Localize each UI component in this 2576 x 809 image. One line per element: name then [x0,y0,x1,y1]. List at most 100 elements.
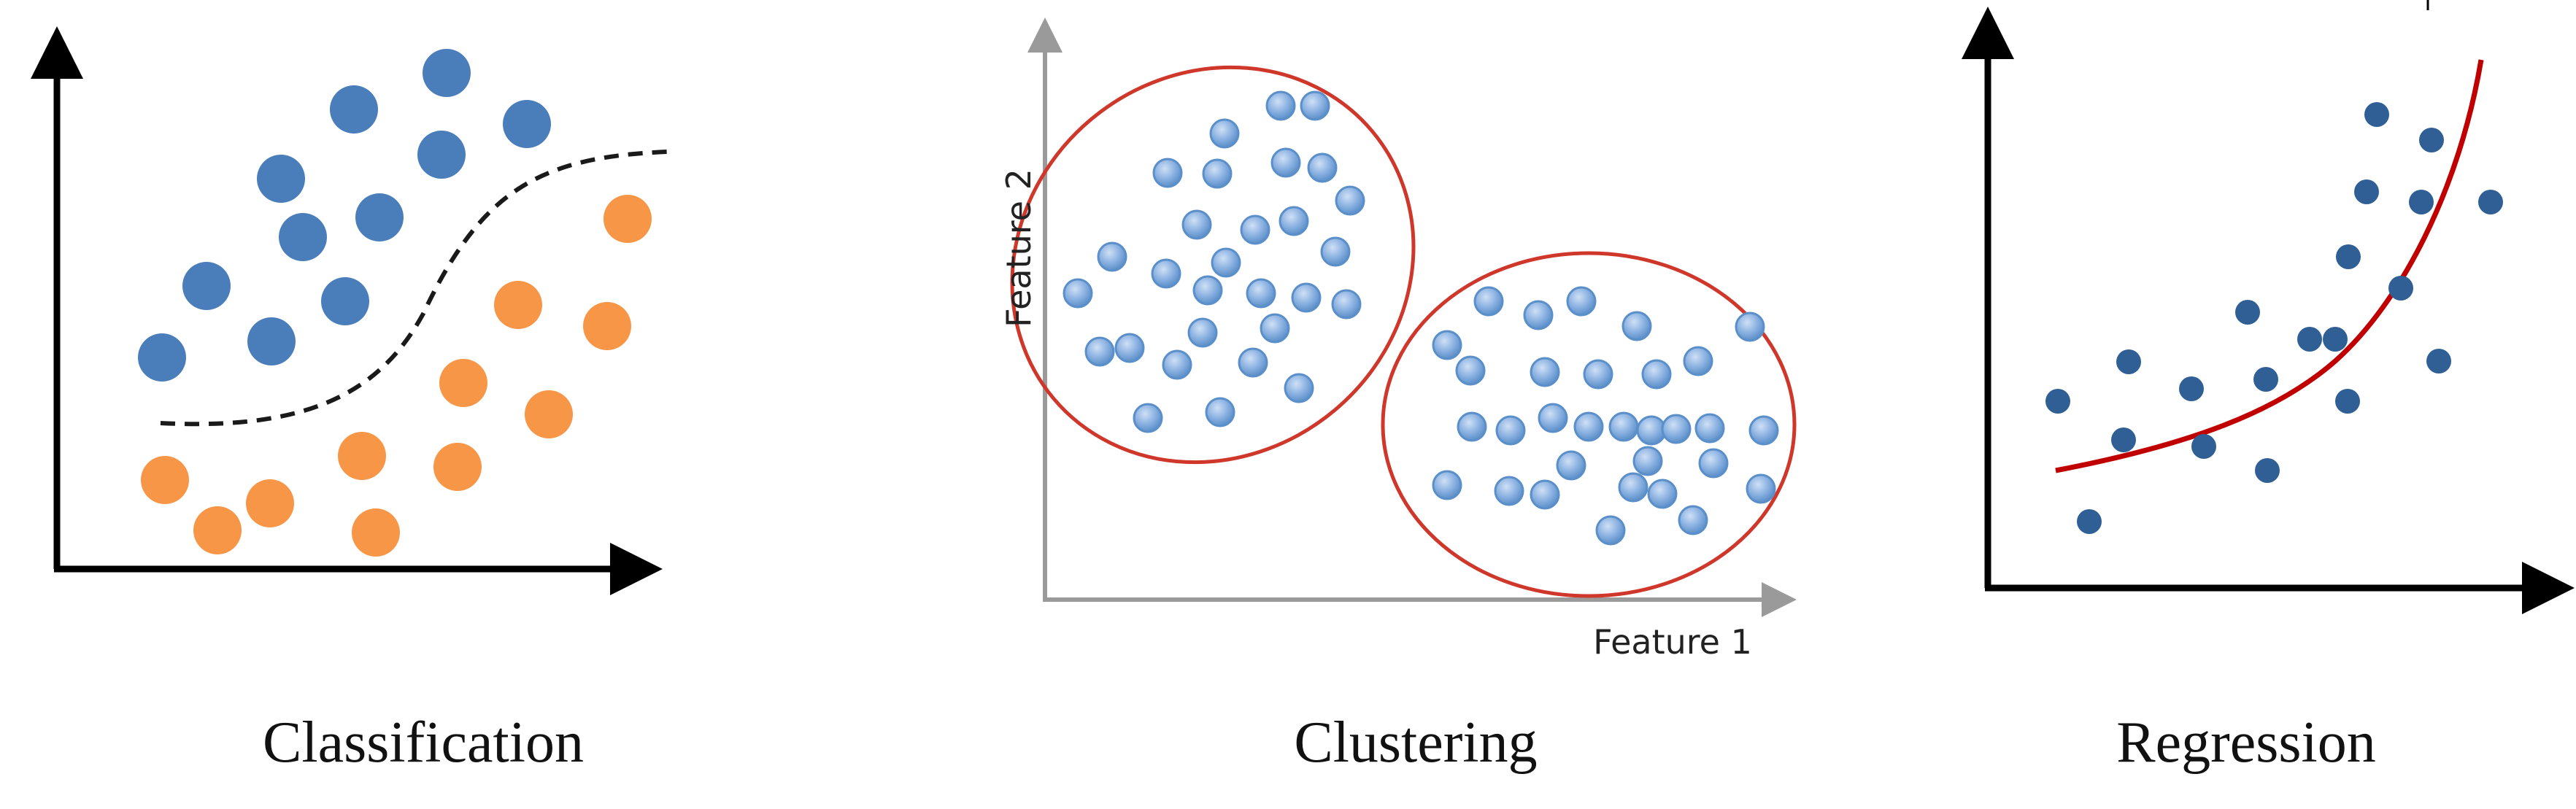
regression-point [2335,389,2360,414]
cluster-point [1530,357,1560,387]
class-b-points [141,195,652,557]
cluster-point [1162,349,1192,380]
class-b-point [338,432,386,480]
class-a-points [138,49,551,382]
cluster-point [1595,515,1626,546]
cluster-point [1495,415,1526,446]
regression-point [2111,427,2136,452]
cluster-point [1152,158,1183,188]
cluster-point [1455,355,1486,386]
clustering-panel: Feature 1 Feature 2 Clustering [999,18,1797,775]
cluster-point [1265,90,1296,121]
cluster-point [1211,247,1241,278]
cluster-point [1238,347,1268,378]
cluster-point [1647,479,1678,509]
cluster-point [1432,470,1462,500]
decision-boundary [160,150,668,427]
cluster-point [1538,403,1568,433]
cluster-2-ring [1381,251,1797,598]
cluster-2-points [1432,286,1779,546]
cluster-point [1084,336,1115,367]
cluster-point [1307,152,1338,183]
cluster-point [1608,411,1639,442]
cluster-point [1621,311,1652,341]
cluster-point [1661,414,1692,444]
cluster-point [1291,282,1322,313]
cluster-point [1735,311,1765,342]
cluster-point [1683,346,1713,376]
cluster-point [1618,472,1648,503]
classification-caption: Classification [263,711,584,775]
cluster-point [1457,411,1487,442]
regression-point [2419,128,2444,152]
cluster-point [1573,411,1604,442]
classification-panel: Classification [31,26,668,775]
cluster-point [1260,313,1290,344]
class-a-point [257,155,305,203]
regression-point [2388,276,2413,301]
cluster-point [1523,300,1554,330]
regression-curve [2055,59,2484,473]
class-b-point [352,508,400,557]
cluster-point [1114,333,1145,363]
cluster-point [1187,317,1218,348]
class-a-point [279,213,327,261]
regression-panel: Regression [1962,0,2575,775]
cluster-point [1641,359,1672,390]
class-a-point [247,317,296,365]
regression-point [2336,244,2361,269]
regression-point [2191,434,2216,459]
cluster-point [1205,397,1235,427]
class-a-point [355,193,404,241]
regression-point [2045,389,2070,414]
cluster-point [1335,185,1365,216]
class-b-point [439,359,487,407]
regression-point [2409,190,2434,214]
feature-2-label: Feature 2 [999,169,1038,328]
feature-1-label: Feature 1 [1593,622,1752,662]
cluster-point [1246,278,1276,309]
cluster-1-points [1063,90,1365,433]
cluster-point [1694,413,1725,444]
cluster-point [1566,286,1597,317]
class-a-point [423,49,471,97]
regression-point [2364,102,2389,127]
regression-point [2116,349,2141,374]
cluster-point [1192,275,1223,306]
regression-point [2297,327,2322,352]
regression-point [2077,509,2102,534]
regression-point [2354,179,2379,204]
class-a-point [330,85,378,133]
cluster-point [1181,209,1212,240]
cluster-point [1583,359,1613,390]
class-b-point [246,479,294,527]
cluster-point [1270,147,1301,178]
regression-point [2253,367,2278,392]
regression-point [2478,190,2503,214]
regression-point [2323,327,2348,352]
cluster-point [1432,330,1462,360]
regression-points [2045,102,2503,534]
regression-point [2255,458,2280,483]
cluster-point [1331,289,1362,320]
cluster-point [1133,403,1163,433]
cluster-point [1494,476,1524,506]
cluster-point [1063,278,1093,309]
cluster-point [1320,236,1351,267]
cluster-point [1279,206,1309,236]
cluster-point [1202,158,1233,189]
cluster-1-ring [1010,65,1416,465]
cluster-point [1151,258,1181,289]
regression-caption: Regression [2116,711,2376,775]
cluster-point [1300,90,1330,121]
cluster-point [1636,415,1667,446]
class-b-point [193,506,242,554]
class-b-point [494,281,542,329]
class-a-point [321,277,369,325]
cluster-point [1632,446,1663,476]
cluster-point [1556,450,1586,481]
cluster-point [1530,479,1560,510]
regression-point [2426,349,2451,373]
clustering-caption: Clustering [1294,711,1537,775]
class-a-point [138,333,186,382]
